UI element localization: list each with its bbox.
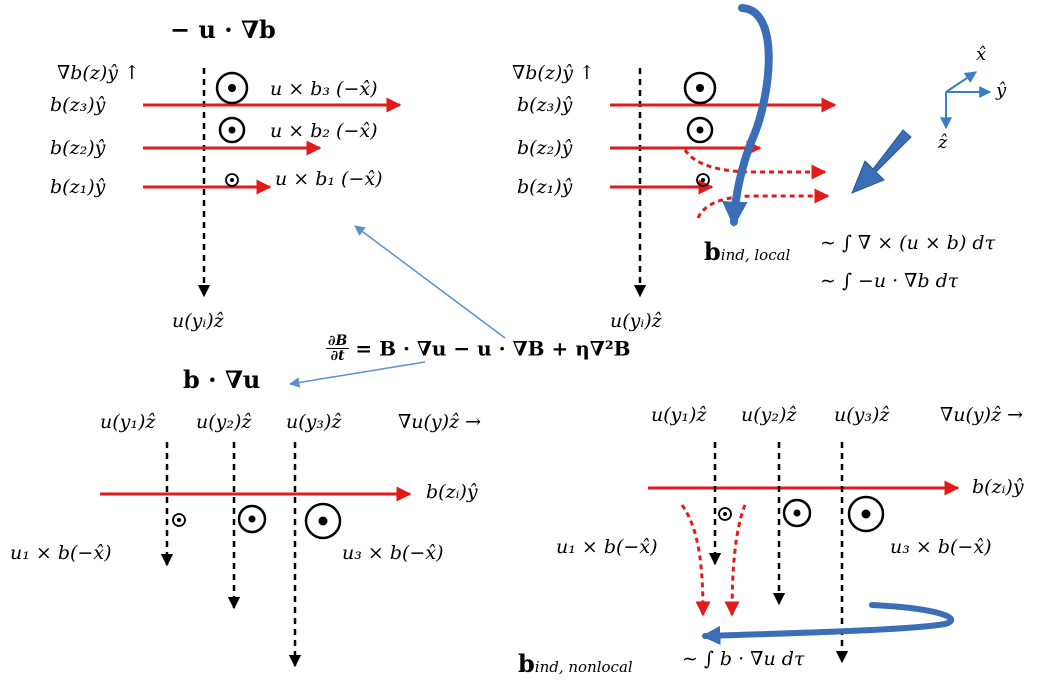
out-of-page-symbol-large	[215, 71, 249, 105]
bottom-left-cross1-label: u₁ × b(−x̂)	[10, 542, 112, 564]
out-of-page-symbol-medium	[686, 116, 714, 144]
out-of-page-symbol-small	[696, 173, 710, 187]
axis-x-label: x̂	[976, 44, 987, 65]
bottom-right-u3-label: u(y₃)ẑ	[834, 404, 890, 426]
bottom-left-cross3-label: u₃ × b(−x̂)	[342, 542, 444, 564]
bottom-right-cross3-label: u₃ × b(−x̂)	[890, 536, 992, 558]
top-left-gradient-label: ∇b(z)ŷ ↑	[57, 62, 140, 84]
bottom-right-panel	[648, 442, 960, 664]
out-of-page-symbol-small	[718, 507, 732, 521]
bottom-right-u1-label: u(y₁)ẑ	[651, 404, 707, 426]
bottom-left-b-label: b(zᵢ)ŷ	[426, 481, 478, 503]
bottom-right-gradient-label: ∇u(y)ẑ →	[940, 404, 1024, 426]
top-right-panel	[610, 4, 992, 298]
top-left-b2-label: b(z₂)ŷ	[50, 137, 106, 159]
axes-icon	[940, 71, 992, 130]
equation-fraction: ∂B ∂t	[326, 333, 350, 364]
induced-nonlocal-symbol: b	[518, 649, 535, 678]
bottom-left-u3-label: u(y₃)ẑ	[286, 411, 342, 433]
induced-local-field-label: bind, local	[704, 240, 790, 264]
induced-local-equation-2: ∼ ∫ −u · ∇b dτ	[820, 270, 959, 292]
axis-y-label: ŷ	[996, 80, 1007, 101]
bottom-left-u1-label: u(y₁)ẑ	[100, 411, 156, 433]
equation-numerator: ∂B	[326, 333, 350, 349]
induced-field-arrow-upper	[683, 149, 827, 180]
bottom-left-panel	[100, 442, 412, 668]
top-left-b3-label: b(z₃)ŷ	[50, 94, 106, 116]
equation-denominator: ∂t	[330, 348, 345, 364]
induced-local-subscript: ind, local	[720, 246, 791, 264]
induction-equation: ∂B ∂t = B · ∇u − u · ∇B + η∇²B	[326, 334, 631, 363]
out-of-page-symbol-small	[172, 513, 186, 527]
out-of-page-symbol-medium	[218, 116, 246, 144]
top-left-title: − u · ∇b	[170, 15, 276, 44]
top-right-b3-label: b(z₃)ŷ	[517, 94, 573, 116]
top-left-cross2-label: u × b₂ (−x̂)	[270, 120, 378, 142]
induced-field-arrow-lower	[696, 188, 830, 219]
induced-field-arrow-left	[680, 504, 711, 617]
out-of-page-symbol-large	[683, 71, 717, 105]
top-right-b2-label: b(z₂)ŷ	[517, 137, 573, 159]
out-of-page-symbol-large	[847, 495, 885, 533]
top-right-gradient-label: ∇b(z)ŷ ↑	[512, 62, 595, 84]
diagonal-flow-arrow	[851, 129, 912, 194]
induced-nonlocal-subscript: ind, nonlocal	[534, 658, 633, 676]
equation-rhs: = B · ∇u − u · ∇B + η∇²B	[355, 336, 631, 361]
induced-local-equation-1: ∼ ∫ ∇ × (u × b) dτ	[820, 232, 996, 254]
top-left-cross3-label: u × b₃ (−x̂)	[270, 78, 378, 100]
bottom-right-u2-label: u(y₂)ẑ	[741, 404, 797, 426]
out-of-page-symbol-medium	[782, 498, 812, 528]
axis-z-label: ẑ	[938, 132, 948, 153]
induced-field-arrow-right	[724, 504, 747, 617]
out-of-page-symbol-medium	[237, 504, 267, 534]
pointer-to-bottom-left	[288, 361, 426, 388]
top-right-b1-label: b(z₁)ŷ	[517, 176, 573, 198]
top-left-panel	[143, 68, 402, 298]
bottom-right-cross1-label: u₁ × b(−x̂)	[556, 536, 658, 558]
bottom-left-u2-label: u(y₂)ẑ	[196, 411, 252, 433]
field-line-twist-arrow	[721, 4, 773, 228]
induced-nonlocal-equation: ∼ ∫ b · ∇u dτ	[682, 648, 805, 670]
top-right-u-label: u(yᵢ)ẑ	[610, 310, 662, 332]
pointer-to-top-left	[354, 225, 506, 339]
top-left-cross1-label: u × b₁ (−x̂)	[275, 168, 383, 190]
nonlocal-sweep-arrow	[701, 602, 955, 646]
top-left-u-label: u(yᵢ)ẑ	[172, 310, 224, 332]
induced-nonlocal-field-label: bind, nonlocal	[518, 652, 633, 676]
bottom-right-b-label: b(zᵢ)ŷ	[972, 476, 1024, 498]
bottom-left-title: b · ∇u	[183, 365, 261, 394]
induced-local-symbol: b	[704, 237, 721, 266]
out-of-page-symbol-large	[304, 502, 342, 540]
top-left-b1-label: b(z₁)ŷ	[50, 176, 106, 198]
out-of-page-symbol-small	[225, 173, 239, 187]
bottom-left-gradient-label: ∇u(y)ẑ →	[398, 411, 482, 433]
